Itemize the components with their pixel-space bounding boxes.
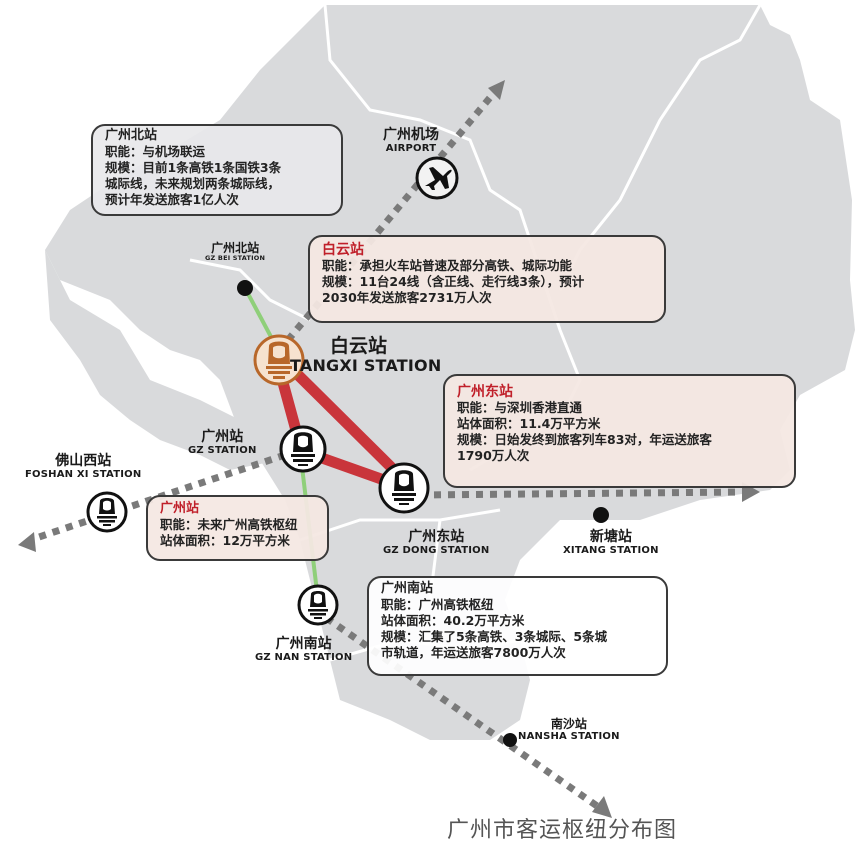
station-label-xitang: 新塘站 XITANG STATION [563, 529, 659, 557]
info-box-title: 广州北站 [105, 128, 158, 143]
station-label-gz-dong: 广州东站 GZ DONG STATION [383, 529, 490, 557]
station-dot-icon [503, 733, 517, 747]
train-front-icon [297, 584, 339, 626]
route-xitang [419, 488, 746, 499]
station-name-cn: 佛山西站 [55, 453, 112, 469]
station-label-foshan-xi: 佛山西站 FOSHAN XI STATION [25, 453, 142, 481]
station-label-gz: 广州站 GZ STATION [188, 429, 257, 457]
info-box-line: 规模：11台24线（含正线、走行线3条），预计 [322, 274, 585, 289]
train-front-icon [86, 491, 128, 533]
info-box-gz: 广州站 职能：未来广州高铁枢纽 站体面积：12万平方米 [146, 495, 329, 561]
info-box-line: 2030年发送旅客2731万人次 [322, 290, 492, 305]
info-box-line: 站体面积：40.2万平方米 [381, 613, 525, 628]
station-name-en: GZ STATION [188, 445, 257, 457]
station-name-en: FOSHAN XI STATION [25, 469, 142, 481]
train-front-icon [279, 425, 327, 473]
info-box-title: 广州南站 [381, 581, 434, 596]
station-dot-icon [593, 507, 609, 523]
info-box-title: 广州站 [160, 501, 200, 516]
station-name-cn: 广州东站 [408, 529, 465, 545]
station-label-airport: 广州机场 AIRPORT [383, 127, 439, 155]
info-box-line: 规模：目前1条高铁1条国铁3条 [105, 160, 282, 175]
train-front-icon [378, 462, 430, 514]
arrow-icon [488, 80, 505, 100]
info-box-line: 职能：未来广州高铁枢纽 [160, 517, 298, 532]
station-dots [237, 280, 609, 747]
station-dot-icon [237, 280, 253, 296]
dotted-routes [28, 85, 746, 811]
info-box-gz-dong: 广州东站 职能：与深圳香港直通 站体面积：11.4万平方米 规模：日始发终到旅客… [443, 374, 796, 488]
route-nansha [313, 607, 602, 811]
info-box-line: 城际线，未来规划两条城际线， [105, 176, 281, 191]
station-name-cn: 广州站 [201, 429, 244, 445]
station-name-en: NANSHA STATION [518, 731, 620, 743]
station-label-baiyun: 白云站 TANGXI STATION [290, 336, 441, 374]
station-name-cn: 广州北站 [211, 241, 260, 255]
arrow-icon [18, 532, 36, 552]
station-label-nansha: 南沙站 NANSHA STATION [518, 717, 620, 743]
info-box-gz-nan: 广州南站 职能：广州高铁枢纽 站体面积：40.2万平方米 规模：汇集了5条高铁、… [367, 576, 668, 676]
info-box-line: 站体面积：12万平方米 [160, 533, 290, 548]
station-label-gz-bei: 广州北站 GZ BEI STATION [205, 241, 266, 263]
route-foshan [28, 451, 287, 544]
info-box-line: 1790万人次 [457, 448, 530, 463]
train-front-icon [253, 334, 305, 386]
station-name-en: GZ NAN STATION [255, 652, 353, 664]
station-label-gz-nan: 广州南站 GZ NAN STATION [255, 636, 353, 664]
info-box-title: 白云站 [322, 242, 364, 258]
station-name-cn: 南沙站 [550, 717, 587, 731]
western-lobe [45, 250, 280, 470]
info-box-title: 广州东站 [457, 384, 513, 400]
arrow-icon [592, 796, 612, 818]
info-box-line: 规模：日始发终到旅客列车83对，年运送旅客 [457, 432, 712, 447]
info-box-line: 职能：承担火车站普速及部分高铁、城际功能 [322, 258, 573, 273]
info-box-line: 职能：与机场联运 [105, 144, 206, 159]
info-box-line: 市轨道，年运送旅客7800万人次 [381, 645, 566, 660]
info-box-line: 职能：广州高铁枢纽 [381, 597, 494, 612]
info-box-line: 站体面积：11.4万平方米 [457, 416, 601, 431]
station-name-en: TANGXI STATION [290, 355, 442, 375]
station-name-en: GZ BEI STATION [205, 254, 266, 263]
station-name-cn: 广州南站 [275, 636, 332, 652]
info-box-gz-bei: 广州北站 职能：与机场联运 规模：目前1条高铁1条国铁3条 城际线，未来规划两条… [91, 124, 343, 216]
station-name-cn: 广州机场 [383, 127, 439, 143]
station-name-en: GZ DONG STATION [383, 545, 490, 557]
station-name-cn: 新塘站 [589, 529, 632, 545]
info-box-line: 职能：与深圳香港直通 [457, 400, 583, 415]
info-box-line: 预计年发送旅客1亿人次 [105, 192, 239, 207]
info-box-baiyun: 白云站 职能：承担火车站普速及部分高铁、城际功能 规模：11台24线（含正线、走… [308, 235, 666, 323]
station-name-cn: 白云站 [330, 335, 388, 357]
airplane-icon [415, 156, 459, 200]
info-box-line: 规模：汇集了5条高铁、3条城际、5条城 [381, 629, 608, 644]
station-name-en: XITANG STATION [563, 545, 659, 557]
map-title: 广州市客运枢纽分布图 [447, 818, 678, 843]
station-name-en: AIRPORT [385, 143, 437, 155]
